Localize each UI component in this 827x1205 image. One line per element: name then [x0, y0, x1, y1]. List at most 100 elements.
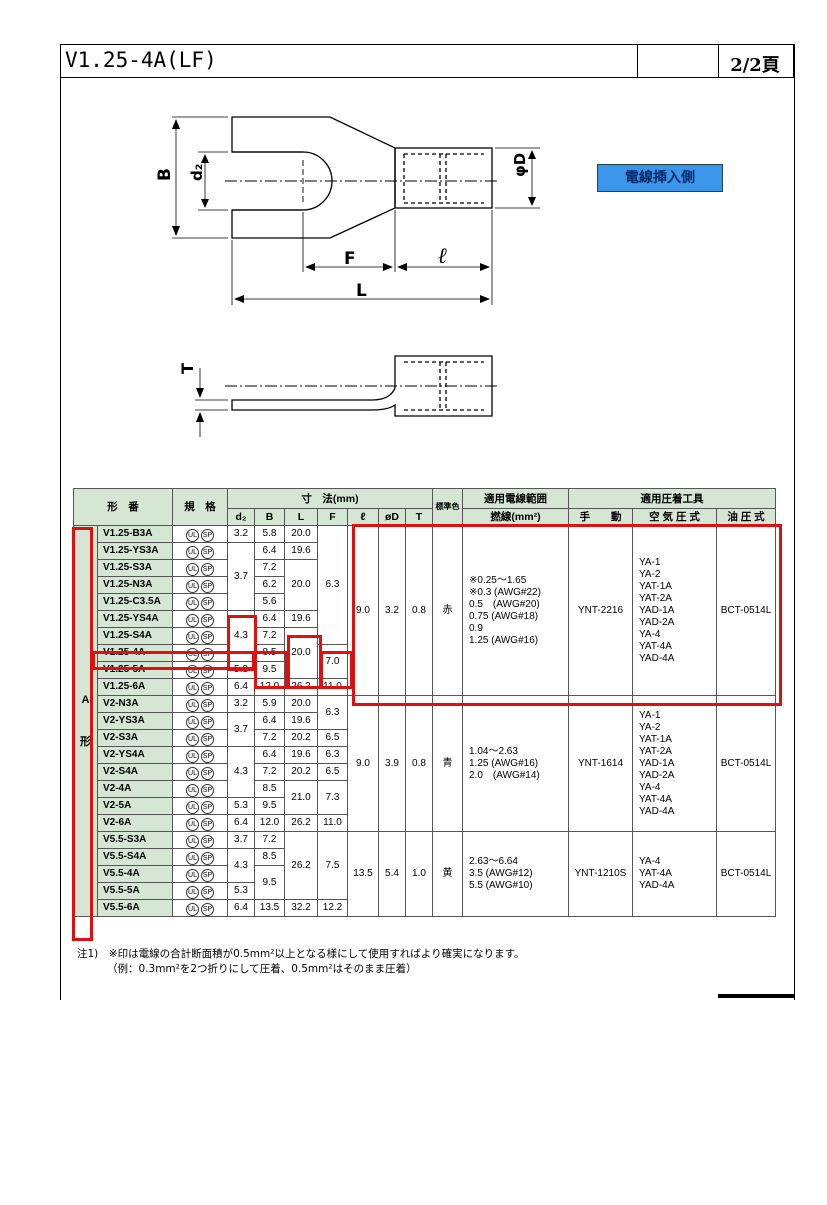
ul-mark-icon: UL [186, 630, 199, 644]
manual-tool-g2: YNT-1614 [568, 695, 633, 832]
part-number: V5.5-S3A [97, 831, 173, 849]
cell-B: 5.6 [254, 593, 285, 611]
cell-color: 黄 [432, 831, 463, 917]
part-number: V1.25-N3A [97, 576, 173, 594]
note-line-1: 注1) ※印は電線の合計断面積が0.5mm²以上となる様にして使用すればより確実… [77, 948, 525, 960]
part-number: V1.25-C3.5A [97, 593, 173, 611]
header-wire-range: 適用電線範囲 [462, 488, 569, 509]
cell-B: 7.2 [254, 729, 285, 747]
header-oil: 油 圧 式 [716, 508, 776, 526]
ul-mark-icon: UL [186, 885, 199, 899]
part-number: V5.5-S4A [97, 848, 173, 866]
air-tool-line: YA-4 [639, 781, 661, 793]
manual-tool-g3: YNT-1210S [568, 831, 633, 917]
wire-range-line: 2.0 (AWG#14) [469, 769, 540, 781]
ul-mark-icon: UL [186, 681, 199, 695]
part-number: V2-5A [97, 797, 173, 815]
cell-d2: 6.4 [227, 814, 255, 832]
cell-d2: 4.3 [227, 746, 255, 798]
header-F: F [317, 508, 348, 526]
cell-B: 7.2 [254, 559, 285, 577]
ul-mark-icon: UL [186, 868, 199, 882]
csa-mark-icon: SP [201, 817, 214, 831]
page-number: 2/2頁 [730, 55, 780, 76]
header-B: B [254, 508, 285, 526]
air-tool-line: YAT-2A [639, 592, 672, 604]
ul-mark-icon: UL [186, 664, 199, 678]
wire-range-line: 2.63〜6.64 [469, 856, 518, 867]
manual-tool-g1: YNT-2216 [568, 525, 633, 696]
highlight-B [254, 651, 288, 689]
cell-B: 12.0 [254, 814, 285, 832]
part-number: V2-YS3A [97, 712, 173, 730]
csa-mark-icon: SP [201, 715, 214, 729]
air-tool-line: YAD-4A [639, 652, 675, 664]
oil-tool-g2: BCT-0514L [716, 695, 776, 832]
csa-mark-icon: SP [201, 681, 214, 695]
csa-mark-icon: SP [201, 834, 214, 848]
csa-mark-icon: SP [201, 562, 214, 576]
highlight-type-column [72, 527, 93, 941]
part-number: V2-S3A [97, 729, 173, 747]
cell-L: 26.2 [284, 814, 318, 832]
header-part-number: 形 番 [73, 488, 173, 526]
air-tool-line: YAT-4A [639, 640, 672, 652]
cell-L: 19.6 [284, 746, 318, 764]
header-standard: 規 格 [172, 488, 228, 526]
cell-F: 11.0 [317, 814, 348, 832]
csa-mark-icon: SP [201, 902, 214, 916]
dim-label-F: F [344, 249, 356, 269]
ul-mark-icon: UL [186, 732, 199, 746]
cell-L: 19.6 [284, 712, 318, 730]
air-tool-line: YAD-2A [639, 616, 675, 628]
part-number: V1.25-S3A [97, 559, 173, 577]
csa-mark-icon: SP [201, 800, 214, 814]
part-number: V2-6A [97, 814, 173, 832]
spec-table: 形 番 規 格 寸 法(mm) 標準色 適用電線範囲 適用圧着工具 d₂ B L… [73, 488, 776, 917]
wire-insertion-side-label: 電線挿入側 [597, 164, 723, 192]
csa-mark-icon: SP [201, 868, 214, 882]
oil-tool-g1: BCT-0514L [716, 525, 776, 696]
cell-B: 5.8 [254, 525, 285, 543]
bottom-rule [718, 994, 794, 998]
air-tool-line: YAT-1A [639, 733, 672, 745]
cell-B: 6.4 [254, 610, 285, 628]
cell-l: 9.0 [347, 695, 379, 832]
wire-range-line: ※0.25〜1.65 [469, 574, 527, 586]
air-tool-line: YAD-1A [639, 757, 675, 769]
header-l: ℓ [347, 508, 379, 526]
cell-F: 6.3 [317, 695, 348, 730]
csa-mark-icon: SP [201, 545, 214, 559]
air-tool-line: YAT-4A [639, 793, 672, 805]
part-number: V1.25-YS4A [97, 610, 173, 628]
header-L: L [284, 508, 318, 526]
wire-range-line: 5.5 (AWG#10) [469, 880, 533, 891]
cell-L: 19.6 [284, 610, 318, 628]
cell-d2: 5.3 [227, 797, 255, 815]
part-number: V1.25-S4A [97, 627, 173, 645]
highlight-g1-spec-block [352, 524, 782, 706]
ul-mark-icon: UL [186, 715, 199, 729]
cell-d2: 3.7 [227, 831, 255, 849]
wire-range-line: 0.75 (AWG#18) [469, 610, 539, 622]
cell-L: 19.6 [284, 542, 318, 560]
csa-mark-icon: SP [201, 885, 214, 899]
